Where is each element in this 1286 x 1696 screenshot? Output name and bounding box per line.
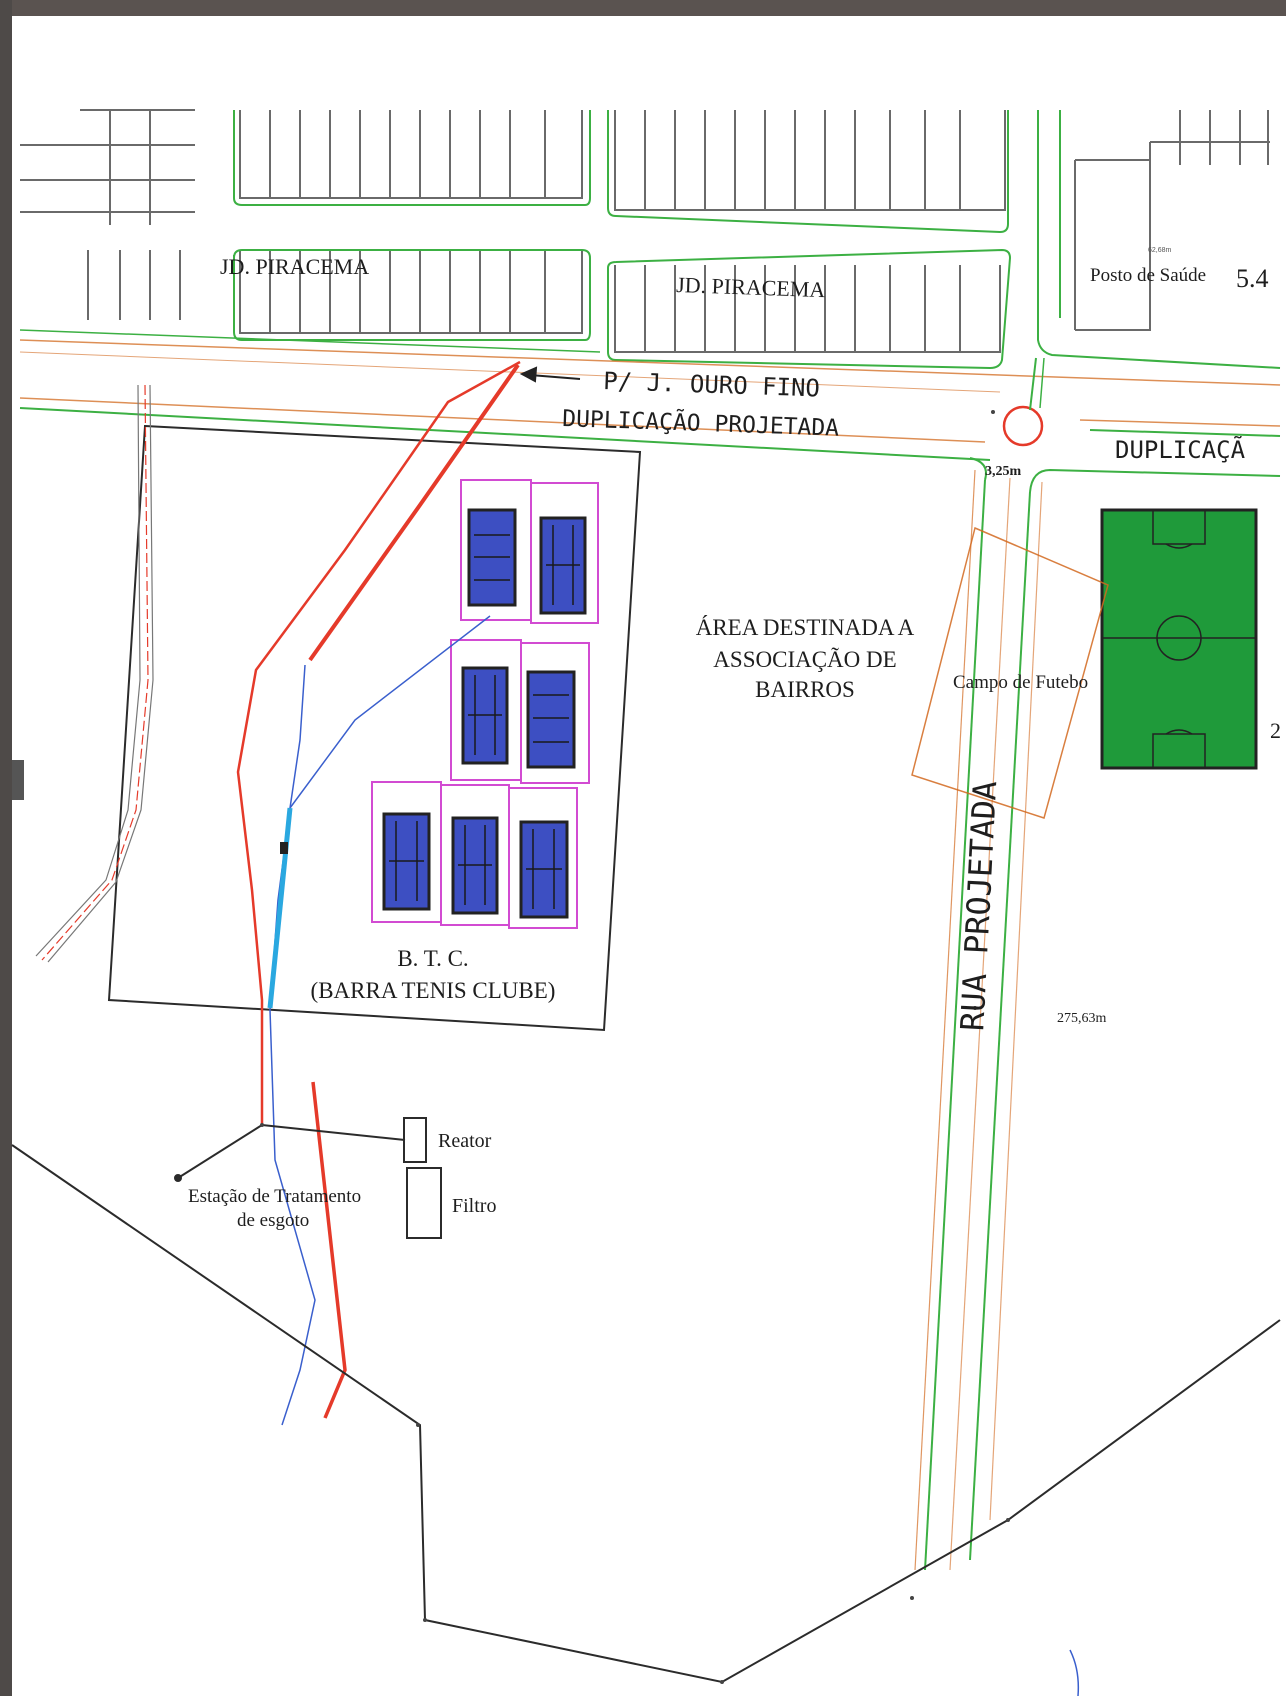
rua-projetada [914, 357, 1281, 1571]
duplicacao-right-label: DUPLICAÇÃ [1115, 434, 1246, 464]
left-tab [12, 760, 24, 800]
treatment-station [174, 1117, 442, 1239]
btc-label-line1: B. T. C. [397, 946, 468, 971]
jd-piracema-right-label: JD. PIRACEMA [676, 272, 826, 302]
street-small-label [1013, 270, 1020, 350]
reator-box [403, 1117, 427, 1163]
dimension-325-label: 3,25m [985, 464, 1022, 479]
jd-piracema-left-label: JD. PIRACEMA [220, 254, 369, 279]
bottom-right-curve [1069, 1649, 1080, 1696]
left-arrow-icon [519, 366, 581, 383]
filtro-box [406, 1167, 442, 1239]
btc-boundary [107, 424, 642, 1032]
right-edge-label: 2 [1270, 718, 1281, 743]
roundabout-circle-icon [1002, 405, 1044, 447]
jd-piracema-blocks [20, 109, 1270, 353]
tennis-court-icon [526, 670, 576, 769]
dimension-275-label: 275,63m [1057, 1011, 1107, 1026]
duplicacao-road [19, 329, 1281, 461]
duplicacao-projetada-label: DUPLICAÇÃO PROJETADA [562, 404, 840, 442]
sewer-lines [236, 360, 521, 1426]
area-destinada-line3: BAIRROS [755, 677, 855, 702]
survey-markers [260, 410, 1010, 1684]
top-border [0, 0, 1286, 16]
btc-label-line2: (BARRA TENIS CLUBE) [311, 978, 556, 1003]
campo-futebol-outline [911, 526, 1109, 819]
posto-value-label: 5.4 [1236, 264, 1269, 293]
posto-de-saude-label: Posto de Saúde [1090, 265, 1206, 286]
posto-dim-label: 62,68m [1148, 247, 1172, 254]
ouro-fino-label: P/ J. OURO FINO [603, 367, 821, 403]
campo-futebol-label: Campo de Futebo [953, 672, 1088, 693]
reator-label: Reator [438, 1130, 492, 1152]
left-utility-lines [35, 384, 154, 963]
area-destinada-line2: ASSOCIAÇÃO DE [713, 647, 896, 672]
filtro-label: Filtro [452, 1195, 496, 1217]
estacao-label-line2: de esgoto [237, 1210, 309, 1231]
soccer-field-icon [1100, 508, 1258, 770]
estacao-label-line1: Estação de Tratamento [188, 1186, 361, 1207]
left-border [0, 0, 12, 1696]
tennis-courts [371, 479, 599, 929]
rua-projetada-label: RUA PROJETADA [953, 780, 1004, 1032]
property-boundary [11, 1144, 1281, 1684]
area-destinada-line1: ÁREA DESTINADA A [696, 615, 915, 640]
street-edges-top [233, 110, 1281, 370]
